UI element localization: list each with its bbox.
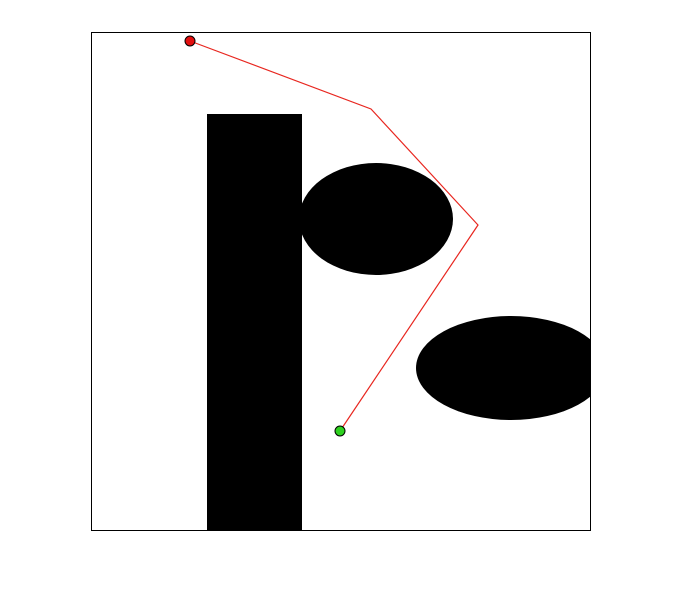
green-dot-icon bbox=[334, 425, 346, 437]
upper-ellipse-obstacle bbox=[299, 163, 453, 275]
red-dot-icon bbox=[184, 35, 196, 47]
lower-ellipse-obstacle bbox=[416, 316, 590, 420]
vertical-bar-obstacle bbox=[207, 114, 302, 530]
planned-path bbox=[189, 40, 479, 432]
obstacle-layer bbox=[207, 114, 590, 530]
map-border bbox=[91, 32, 591, 531]
